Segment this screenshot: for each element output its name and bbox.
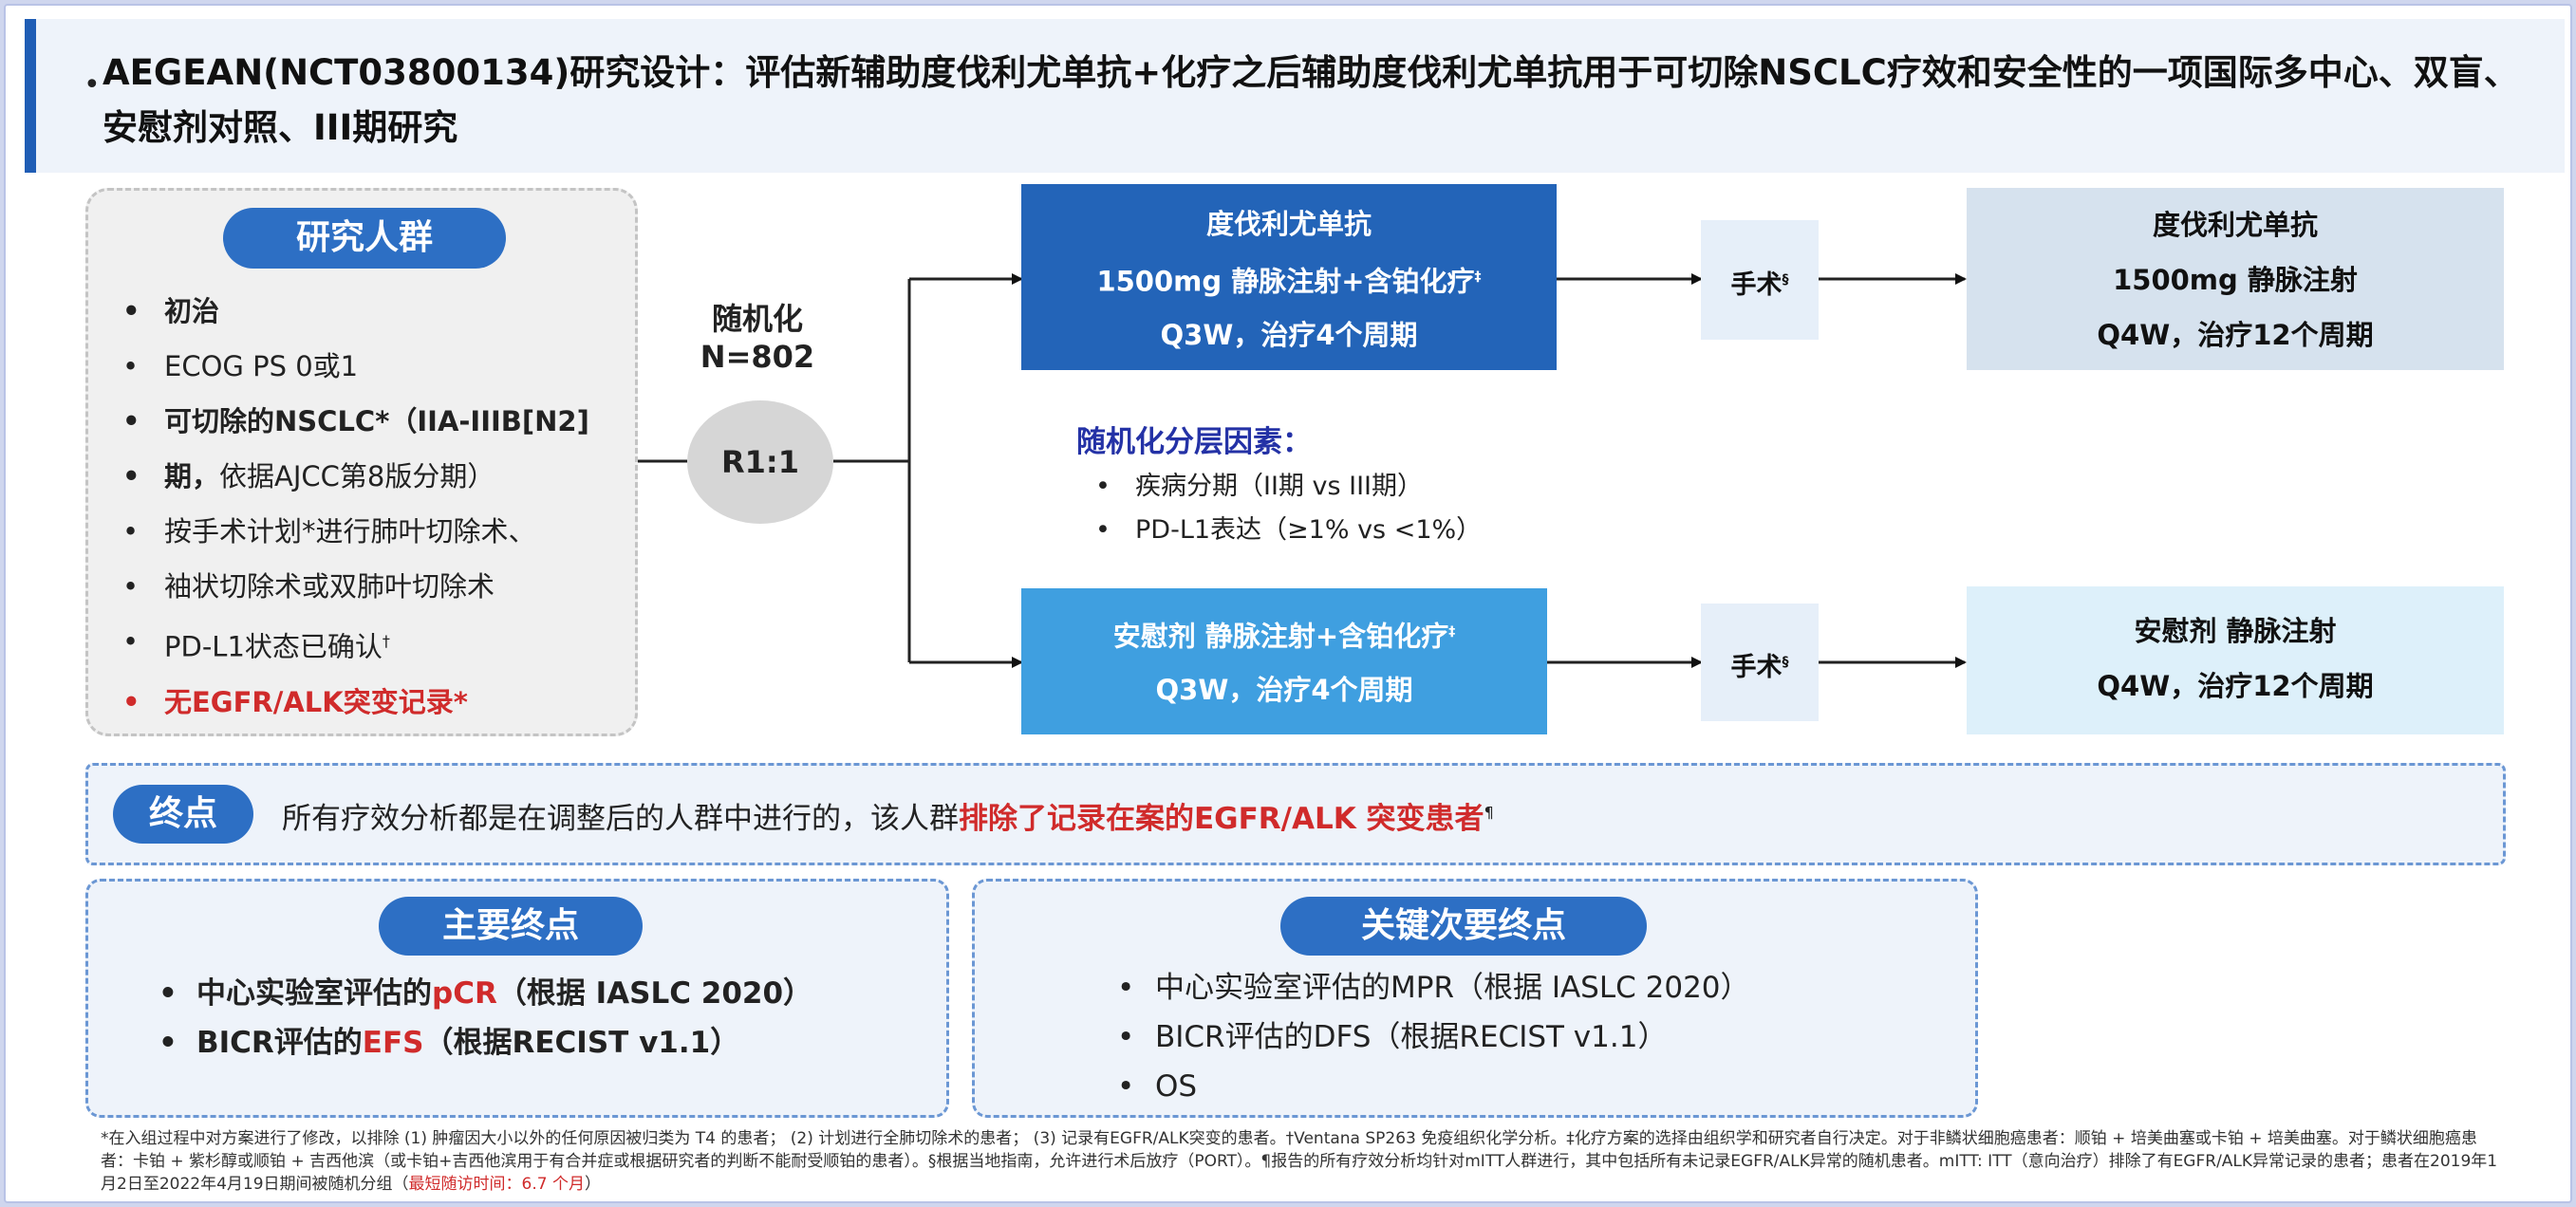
surgery-box-bottom: 手术§ [1701,604,1819,721]
slide: • AEGEAN(NCT03800134)研究设计：评估新辅助度伐利尤单抗+化疗… [4,4,2572,1203]
primary-endpoint-heading: 主要终点 [379,897,643,956]
title-bullet: • [84,68,101,102]
maintenance-durvalumab-box: 度伐利尤单抗 1500mg 静脉注射 Q4W，治疗12个周期 [1967,188,2504,370]
primary-endpoint-box: 主要终点 中心实验室评估的pCR（根据 IASLC 2020） BICR评估的E… [85,879,949,1118]
endpoint-label: 终点 [113,785,253,844]
population-item: PD-L1状态已确认† [122,614,625,675]
secondary-endpoint-heading: 关键次要终点 [1280,897,1647,956]
stratification-item: PD-L1表达（≥1% vs <1%） [1095,509,1482,552]
secondary-endpoint-item: OS [1117,1062,1750,1111]
primary-endpoint-list: 中心实验室评估的pCR（根据 IASLC 2020） BICR评估的EFS（根据… [159,969,812,1068]
population-item: ECOG PS 0或1 [122,339,625,394]
secondary-endpoint-box: 关键次要终点 中心实验室评估的MPR（根据 IASLC 2020） BICR评估… [972,879,1978,1118]
endpoint-description: 所有疗效分析都是在调整后的人群中进行的，该人群排除了记录在案的EGFR/ALK … [282,802,1494,836]
randomization-ratio-circle: R1:1 [687,400,833,524]
title-bar: • AEGEAN(NCT03800134)研究设计：评估新辅助度伐利尤单抗+化疗… [25,19,2565,173]
secondary-endpoint-list: 中心实验室评估的MPR（根据 IASLC 2020） BICR评估的DFS（根据… [1117,963,1750,1111]
population-item-continuation: 期，依据AJCC第8版分期） [122,449,625,504]
population-list: 初治 ECOG PS 0或1 可切除的NSCLC*（IIA-IIIB[N2] 期… [122,284,625,730]
population-item: 按手术计划*进行肺叶切除术、 [122,504,625,559]
population-item-continuation: 袖状切除术或双肺叶切除术 [122,559,625,614]
randomization-label: 随机化 N=802 [700,301,815,375]
population-item: 可切除的NSCLC*（IIA-IIIB[N2] [122,394,625,449]
primary-endpoint-item: BICR评估的EFS（根据RECIST v1.1） [159,1018,812,1068]
arm-durvalumab-neoadjuvant: 度伐利尤单抗 1500mg 静脉注射+含铂化疗‡ Q3W，治疗4个周期 [1021,184,1557,370]
population-item: 初治 [122,284,625,339]
endpoint-bar: 终点 所有疗效分析都是在调整后的人群中进行的，该人群排除了记录在案的EGFR/A… [85,763,2506,865]
secondary-endpoint-item: BICR评估的DFS（根据RECIST v1.1） [1117,1012,1750,1062]
surgery-box-top: 手术§ [1701,220,1819,340]
arm-placebo-neoadjuvant: 安慰剂 静脉注射+含铂化疗‡ Q3W，治疗4个周期 [1021,588,1547,734]
primary-endpoint-item: 中心实验室评估的pCR（根据 IASLC 2020） [159,969,812,1018]
population-heading: 研究人群 [223,208,506,269]
stratification-item: 疾病分期（II期 vs III期） [1095,465,1482,509]
maintenance-placebo-box: 安慰剂 静脉注射 Q4W，治疗12个周期 [1967,586,2504,734]
study-population-box: 研究人群 初治 ECOG PS 0或1 可切除的NSCLC*（IIA-IIIB[… [85,188,638,736]
secondary-endpoint-item: 中心实验室评估的MPR（根据 IASLC 2020） [1117,963,1750,1012]
population-item: 无EGFR/ALK突变记录* [122,675,625,730]
footnote: *在入组过程中对方案进行了修改，以排除 (1) 肿瘤因大小以外的任何原因被归类为… [101,1129,2498,1194]
stratification-list: 疾病分期（II期 vs III期） PD-L1表达（≥1% vs <1%） [1095,465,1482,552]
stratification-title: 随机化分层因素： [1076,425,1312,459]
flow-connectors [638,273,1967,668]
page-title: AEGEAN(NCT03800134)研究设计：评估新辅助度伐利尤单抗+化疗之后… [103,52,2519,148]
